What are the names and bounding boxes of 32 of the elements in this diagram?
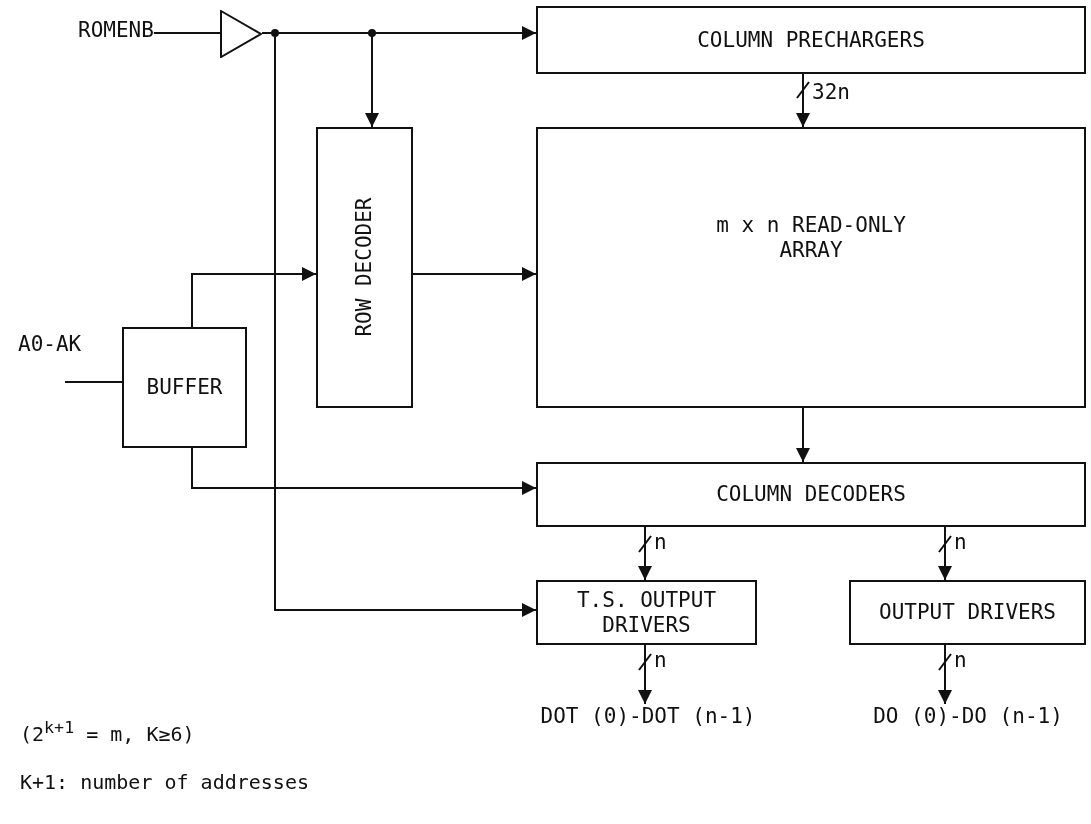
line [64,381,123,383]
block-label: BUFFER [146,375,223,400]
arrow [638,644,652,705]
block-box [536,127,1086,408]
signal-label: A0-AK [18,332,82,356]
block-label: OUTPUT DRIVERS [878,600,1057,625]
note-text: K+1: number of addresses [20,770,309,794]
arrow [638,526,652,581]
block-box [536,462,1086,527]
line [152,32,221,34]
buffer-triangle [220,10,262,58]
block-label: ROW DECODER [352,197,377,338]
block-label: T.S. OUTPUT DRIVERS [575,588,718,637]
block-box [536,6,1086,74]
arrow [796,73,810,128]
arrow [938,526,952,581]
signal-label: ROMENB [78,18,154,42]
signal-label: DOT (0)-DOT (n-1) [540,704,756,728]
signal-label: DO (0)-DO (n-1) [873,704,1063,728]
block-box [316,127,413,408]
block-label: m x n READ-ONLY ARRAY [715,213,907,262]
note-text: (2$^{k+1}$ = m, K≥6) [20,718,195,746]
block-box [536,580,757,645]
block-box [849,580,1086,645]
arrow [191,447,537,495]
block-label: COLUMN DECODERS [716,482,906,507]
arrow [938,644,952,705]
block-label: COLUMN PRECHARGERS [697,27,925,53]
arrow [412,267,537,281]
block-box [122,327,247,448]
arrow [191,267,317,328]
arrow [796,407,810,463]
